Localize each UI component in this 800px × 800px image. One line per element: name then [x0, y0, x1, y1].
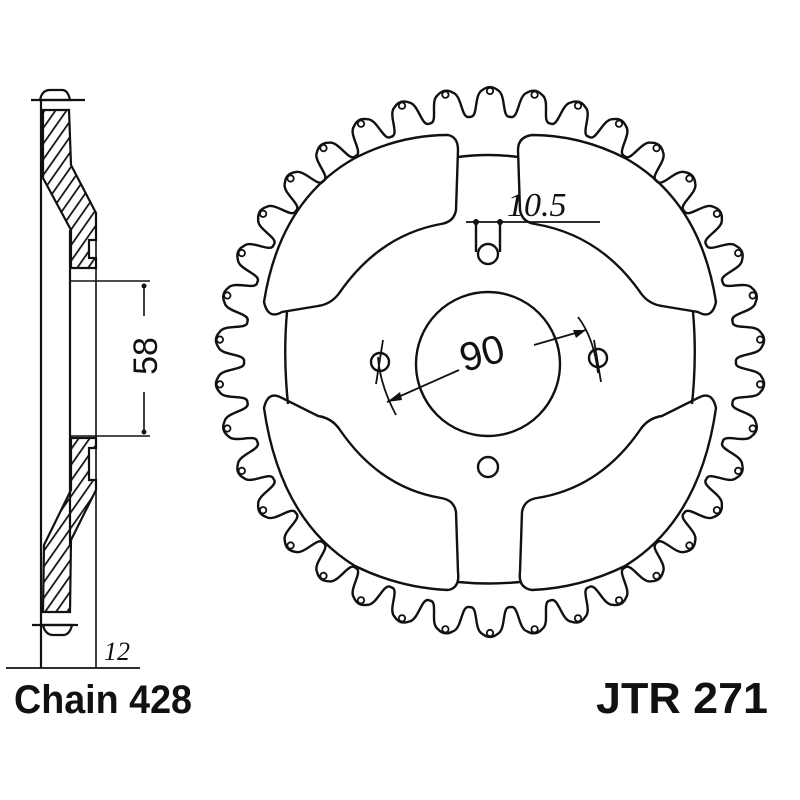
tooth-tip-icon	[755, 380, 765, 389]
tooth-tip-icon	[652, 144, 661, 153]
tooth-tip-icon	[286, 541, 295, 550]
tooth-profile-outline	[214, 85, 766, 639]
tooth-tip-icon	[712, 209, 722, 218]
chain-size-caption: Chain 428	[14, 678, 192, 722]
dim-58-label: 58	[127, 337, 165, 375]
tooth-tip-icon	[734, 249, 743, 258]
tooth-tip-icon	[573, 101, 583, 110]
tooth-tip-icon	[237, 249, 246, 258]
tooth-tip-icon	[530, 90, 539, 99]
dim-90-arc-right	[577, 316, 599, 374]
tooth-tip-icon	[485, 628, 495, 638]
side-profile-view	[6, 88, 150, 669]
tooth-tip-icon	[356, 119, 366, 128]
cutout-top-right	[516, 133, 718, 316]
center-bore	[414, 290, 562, 438]
tooth-tip-icon	[397, 614, 407, 623]
tooth-tip-icon	[319, 144, 328, 153]
dim-10-5-arrow-left	[473, 219, 479, 225]
tooth-tip-icon	[755, 335, 765, 344]
dim-12-label: 12	[104, 637, 130, 666]
dim-58-arrow-top	[141, 283, 147, 289]
tooth-tip-icon	[530, 625, 539, 634]
tooth-tip-icon	[223, 424, 232, 433]
tooth-tip-icon	[685, 541, 694, 550]
tooth-tip-icon	[258, 506, 268, 515]
tooth-tip-icon	[614, 596, 624, 605]
dim-10-5-arrow-right	[497, 219, 503, 225]
tooth-tip-icon	[356, 596, 366, 605]
web-arc-bottom	[457, 580, 521, 585]
bolt-hole-top	[476, 242, 500, 266]
tooth-tip-icon	[397, 101, 407, 110]
tooth-tip-icon	[441, 625, 450, 634]
tooth-tip-icon	[573, 614, 583, 623]
dim-90-arc-left	[377, 356, 397, 416]
tooth-tip-icon	[685, 174, 694, 183]
tooth-tip-icon	[215, 380, 224, 389]
tooth-tip-icon	[748, 424, 757, 433]
tooth-tip-icon	[215, 335, 224, 344]
dim-90-arrow-left	[387, 392, 402, 402]
web-arc-right	[690, 311, 696, 405]
dim-58-arrow-bottom	[141, 429, 147, 435]
tooth-tip-icon	[441, 90, 450, 99]
tooth-tip-icon	[748, 291, 757, 300]
top-tooth-cap	[38, 88, 72, 102]
tooth-pin-holes	[215, 86, 765, 638]
web-arc-left	[284, 311, 290, 405]
tooth-tip-icon	[712, 506, 722, 515]
tooth-tip-icon	[237, 466, 246, 475]
cutout-bottom-left	[262, 394, 460, 592]
bolt-hole-bottom	[476, 455, 500, 479]
tooth-tip-icon	[734, 466, 743, 475]
web-arc-top	[457, 153, 519, 159]
tooth-tip-icon	[485, 86, 495, 96]
bolt-hole-left-axis	[375, 339, 384, 385]
bottom-tooth-cap	[41, 623, 74, 637]
tooth-tip-icon	[614, 119, 624, 128]
sprocket-front-view	[214, 85, 766, 639]
cutout-top-left	[262, 133, 460, 316]
bolt-hole-right-axis	[593, 339, 602, 383]
tooth-tip-icon	[223, 291, 232, 300]
dim-90-label: 90	[455, 327, 509, 381]
part-number-caption: JTR 271	[596, 674, 768, 723]
tooth-tip-icon	[258, 209, 268, 218]
dim-90-arrow-right	[573, 330, 586, 338]
tooth-tip-icon	[286, 174, 295, 183]
tooth-tip-icon	[652, 571, 661, 581]
cutout-bottom-right	[518, 394, 718, 592]
tooth-tip-icon	[319, 571, 328, 581]
dim-10-5-label: 10.5	[507, 187, 567, 224]
